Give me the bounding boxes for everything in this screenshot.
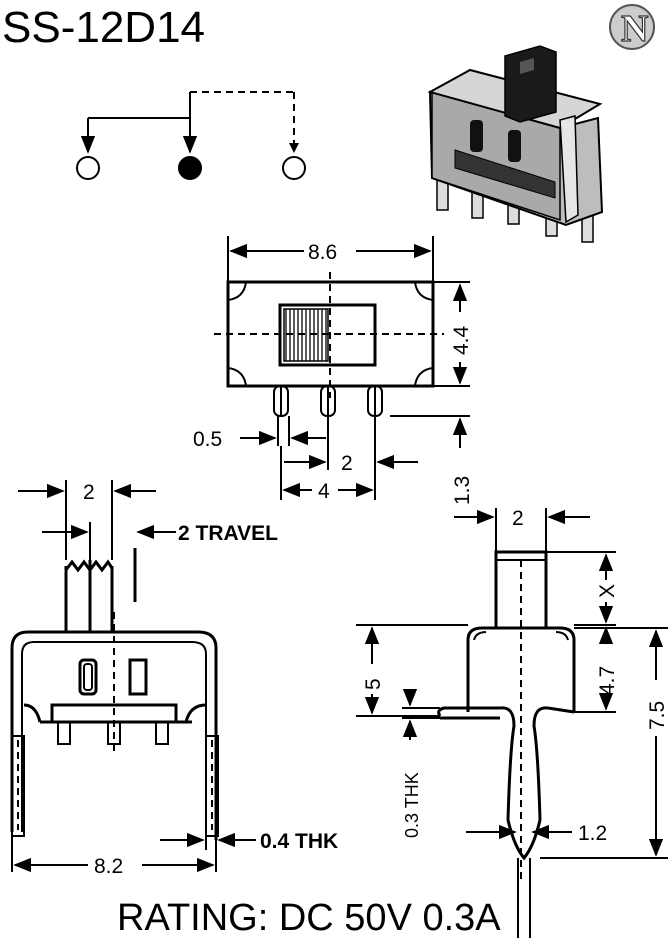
part-number-title: SS-12D14	[2, 3, 205, 52]
dim-pin-pitch: 2	[341, 452, 353, 475]
dim-pin-span: 4	[318, 480, 330, 503]
terminal-common	[178, 156, 202, 180]
label-travel: 2 TRAVEL	[178, 522, 278, 545]
dim-body-height: 5	[362, 678, 385, 690]
rating-text: RATING: DC 50V 0.3A	[117, 897, 501, 938]
dim-thickness-side: 0.4 THK	[260, 830, 338, 853]
dim-plate-thickness: 0.3 THK	[402, 772, 422, 838]
brand-logo: N	[609, 4, 655, 51]
terminal-right	[282, 156, 306, 180]
dim-frame-width: 8.2	[94, 855, 123, 878]
side-view-dimensions: 2 2 TRAVEL 0.4 THK 8.2	[11, 480, 338, 878]
dim-actuator-width-end: 2	[512, 507, 524, 530]
logo-letter: N	[621, 8, 648, 50]
dim-body-height-inner: 4.7	[596, 666, 619, 695]
dim-actuator-height: X	[596, 584, 619, 598]
switch-product-illustration	[427, 45, 604, 243]
dim-actuator-width-side: 2	[83, 481, 95, 504]
end-view-dimensions: 2 X 4.7 7.5 5 0.3 THK 1.2	[356, 507, 668, 859]
top-view-drawing	[214, 272, 444, 417]
switch-schematic	[76, 91, 306, 180]
dim-length: 8.6	[308, 241, 337, 264]
terminal-left	[76, 156, 100, 180]
top-view-dimensions: 8.6 4.4 0.5 2 4 1.3	[193, 236, 474, 505]
dim-total-height: 7.5	[646, 701, 668, 730]
end-view-drawing	[437, 550, 576, 938]
side-view-drawing	[10, 548, 219, 840]
dim-pin-length: 1.3	[451, 476, 474, 505]
dim-height: 4.4	[450, 325, 473, 355]
dim-pin-width-end: 1.2	[578, 822, 607, 845]
dim-pin-width: 0.5	[193, 428, 222, 451]
